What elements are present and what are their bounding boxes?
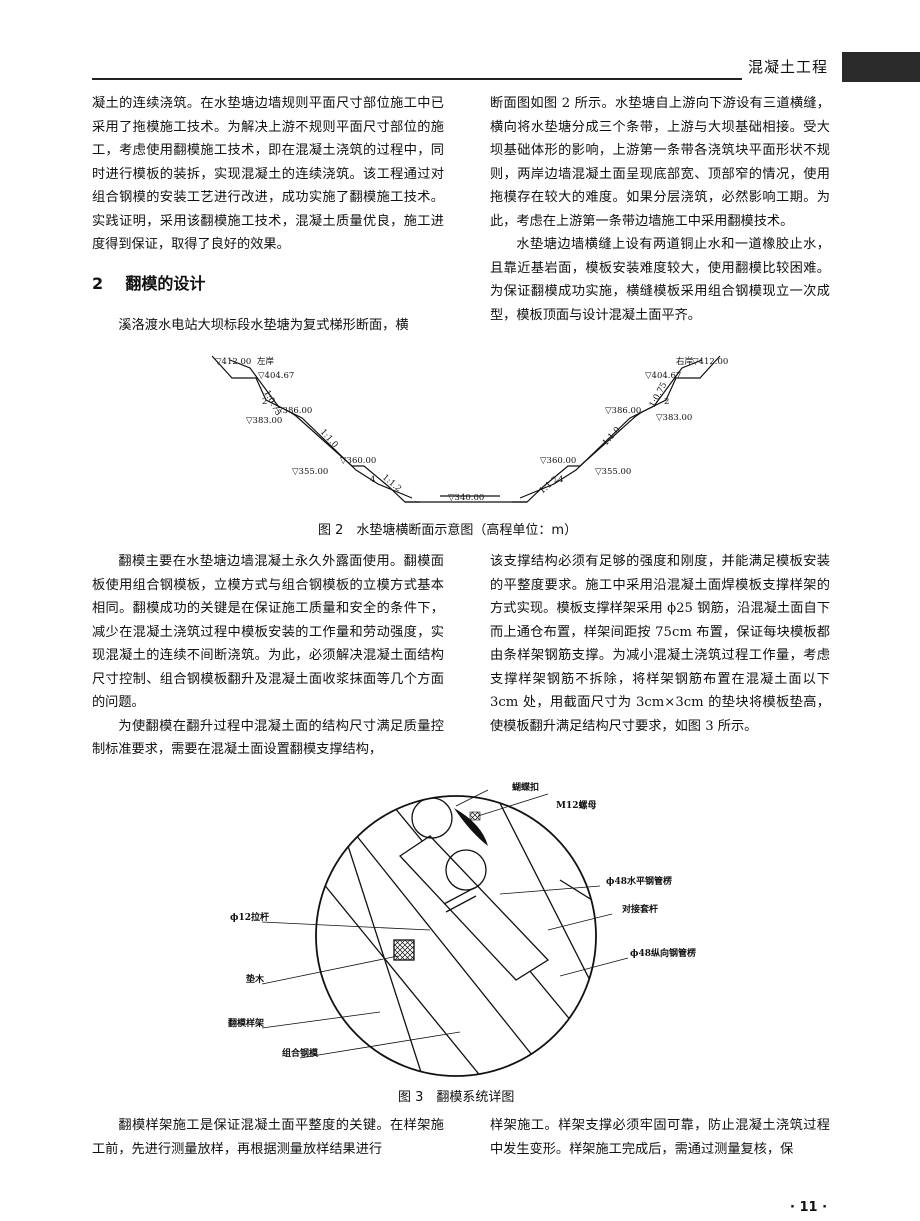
left-column-bottom: 翻模样架施工是保证混凝土面平整度的关键。在样架施工前，先进行测量放样，再根据测量… [92, 1114, 444, 1161]
berm-label: 4 [370, 475, 375, 485]
paragraph: 水垫塘边墙横缝上设有两道铜止水和一道橡胶止水，且靠近基岩面，模板安装难度较大，使… [490, 237, 830, 323]
paragraph: 翻模主要在水垫塘边墙混凝土永久外露面使用。翻模面板使用组合钢模板，立模方式与组合… [92, 554, 444, 710]
elevation-label: ▽404.67 [645, 371, 681, 381]
elevation-label: ▽386.00 [276, 406, 312, 416]
figure-2-cross-section: ▽412.00 左岸 ▽404.67 ▽386.00 ▽383.00 ▽360.… [211, 355, 728, 503]
elevation-label: ▽383.00 [246, 416, 282, 426]
right-column-bottom: 样架施工。样架支撑必须牢固可靠，防止混凝土浇筑过程中发生变形。样架施工完成后，需… [490, 1114, 830, 1161]
elevation-label: ▽383.00 [656, 413, 692, 423]
paragraph: 翻模样架施工是保证混凝土面平整度的关键。在样架施工前，先进行测量放样，再根据测量… [92, 1118, 444, 1157]
elevation-label: ▽355.00 [595, 467, 631, 477]
label-butterfly-clip: 蝴蝶扣 [512, 781, 539, 793]
right-column-middle: 该支撑结构必须有足够的强度和刚度，并能满足模板安装的平整度要求。施工中采用沿混凝… [490, 550, 830, 738]
elevation-label: ▽360.00 [540, 456, 576, 466]
bank-label: 左岸 [257, 356, 275, 367]
right-column-top: 断面图如图 2 所示。水垫塘自上游向下游设有三道横缝，横向将水垫塘分成三个条带，… [490, 92, 830, 327]
figure-2-caption: 图 2 水垫塘横断面示意图（高程单位：m） [318, 523, 578, 538]
left-column-middle: 翻模主要在水垫塘边墙混凝土永久外露面使用。翻模面板使用组合钢模板，立模方式与组合… [92, 550, 444, 762]
paragraph: 断面图如图 2 所示。水垫塘自上游向下游设有三道横缝，横向将水垫塘分成三个条带，… [490, 96, 830, 229]
page-number: · 11 · [790, 1200, 828, 1215]
paragraph: 样架施工。样架支撑必须牢固可靠，防止混凝土浇筑过程中发生变形。样架施工完成后，需… [490, 1118, 830, 1157]
elevation-label: ▽360.00 [340, 456, 376, 466]
berm-label: 4 [558, 475, 563, 485]
label-tie-rod: ϕ12拉杆 [230, 911, 269, 923]
section-heading: 2 翻模的设计 [92, 270, 205, 294]
elevation-label: ▽412.00 [692, 357, 728, 367]
paragraph: 该支撑结构必须有足够的强度和刚度，并能满足模板安装的平整度要求。施工中采用沿混凝… [490, 554, 830, 734]
left-column-top: 凝土的连续浇筑。在水垫塘边墙规则平面尺寸部位施工中已采用了拖模施工技术。为解决上… [92, 92, 444, 257]
berm-label: 2 [664, 397, 669, 407]
paragraph: 凝土的连续浇筑。在水垫塘边墙规则平面尺寸部位施工中已采用了拖模施工技术。为解决上… [92, 96, 444, 252]
label-socket-rod: 对接套杆 [622, 903, 658, 915]
elevation-label: ▽412.00 [215, 357, 251, 367]
berm-label: 2 [262, 397, 267, 407]
label-pad-wood: 垫木 [246, 973, 265, 985]
figure-3-formwork-detail: 蝴蝶扣 M12螺母 ϕ48水平钢管楞 对接套杆 ϕ12拉杆 ϕ48纵向钢管楞 垫… [228, 781, 696, 1077]
paragraph: 为使翻模在翻升过程中混凝土面的结构尺寸满足质量控制标准要求，需要在混凝土面设置翻… [92, 718, 444, 758]
section-number: 2 [92, 274, 104, 293]
bank-label: 右岸 [676, 356, 694, 367]
section-title: 翻模的设计 [125, 274, 206, 293]
figure-3-caption: 图 3 翻模系统详图 [398, 1090, 515, 1105]
label-formwork-frame: 翻模样架 [228, 1017, 264, 1029]
slope-label: 1:1.2 [380, 473, 403, 495]
running-header-title: 混凝土工程 [748, 58, 829, 76]
header-rule [92, 78, 742, 80]
label-horizontal-pipe: ϕ48水平钢管楞 [606, 875, 672, 887]
elevation-label: ▽355.00 [292, 467, 328, 477]
elevation-label: ▽340.00 [448, 493, 484, 503]
left-column-intro: 溪洛渡水电站大坝标段水垫塘为复式梯形断面，横 [92, 314, 444, 338]
elevation-label: ▽386.00 [605, 406, 641, 416]
elevation-label: ▽404.67 [258, 371, 294, 381]
label-steel-formwork: 组合钢模 [282, 1047, 319, 1059]
label-vertical-pipe: ϕ48纵向钢管楞 [630, 947, 696, 959]
header-block [842, 52, 920, 82]
label-m12-nut: M12螺母 [556, 799, 597, 811]
paragraph: 溪洛渡水电站大坝标段水垫塘为复式梯形断面，横 [118, 318, 409, 333]
